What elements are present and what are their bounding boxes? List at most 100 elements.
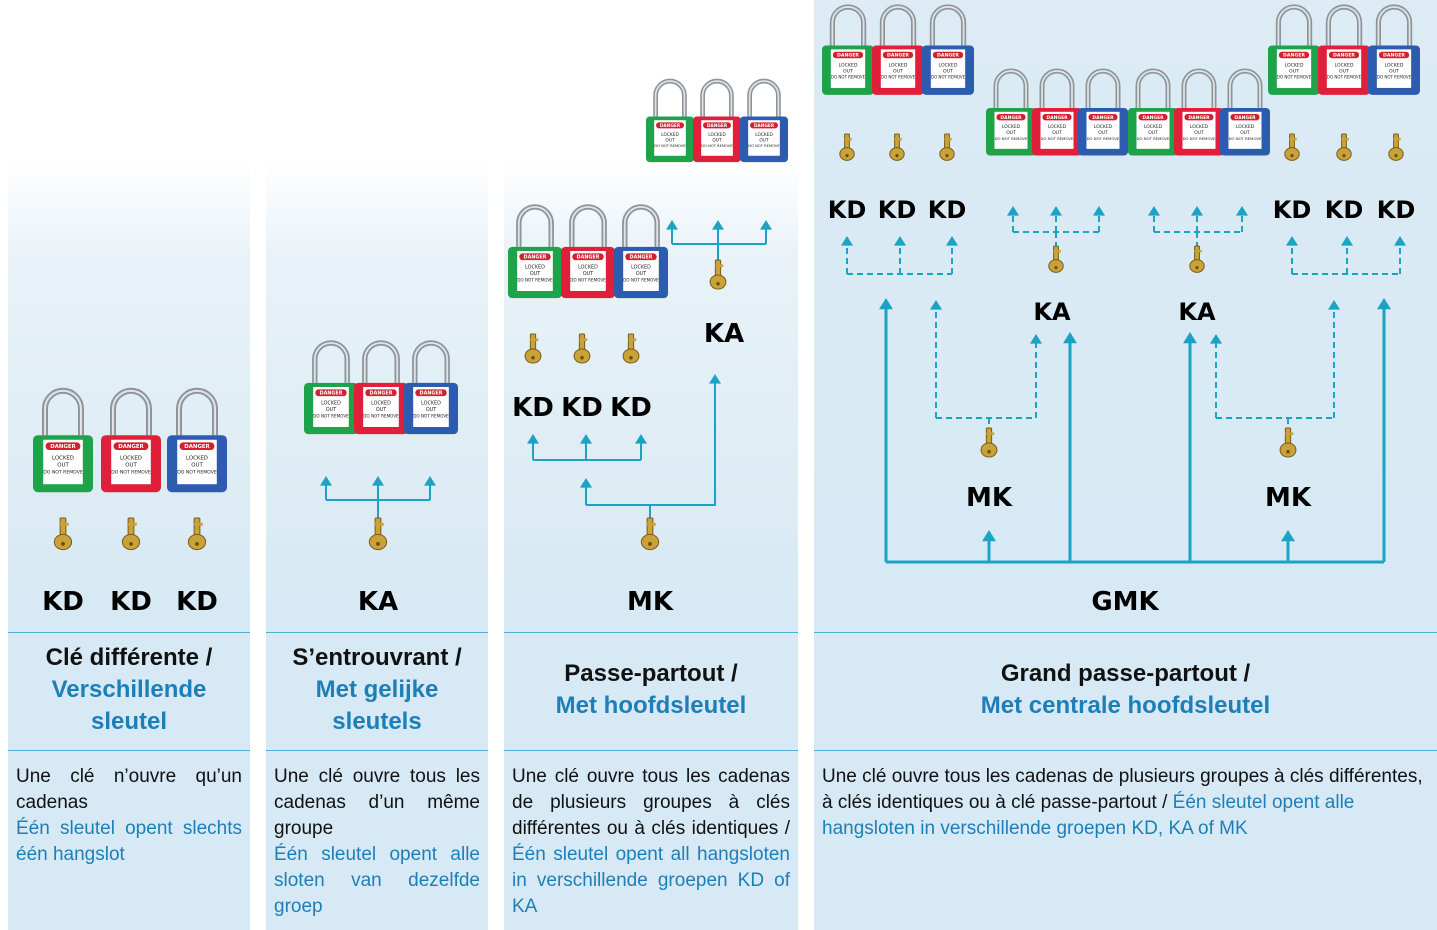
arrow-head (841, 236, 853, 246)
shackle (516, 204, 554, 247)
locked-text: LOCKED (52, 455, 74, 461)
key-bow (1336, 147, 1352, 161)
out-text: OUT (943, 69, 953, 75)
heading-fr: Clé différente / (45, 644, 213, 671)
key-blade (714, 259, 722, 277)
locked-text: LOCKED (321, 401, 341, 407)
arrow-head (1236, 206, 1248, 216)
locked-text: LOCKED (1094, 124, 1113, 130)
out-text: OUT (1052, 130, 1062, 136)
danger-text: DANGER (660, 123, 681, 129)
danger-text: DANGER (1092, 115, 1114, 121)
key-hole (716, 282, 720, 286)
key-hole (1195, 266, 1199, 270)
out-text: OUT (57, 462, 69, 468)
key-hole (376, 542, 380, 546)
locked-text: LOCKED (1285, 62, 1304, 68)
key-tooth (530, 338, 539, 342)
heading-nl: Met hoofdsleutel (555, 692, 747, 719)
remove-text: DO NOT REMOVE (570, 277, 606, 282)
shackle-highlight (363, 341, 399, 383)
code-label: KD (512, 393, 554, 423)
remove-text: DO NOT REMOVE (995, 136, 1028, 141)
key-icon (121, 517, 141, 551)
shackle-highlight (1183, 70, 1215, 108)
danger-banner (1278, 51, 1310, 59)
remove-text: DO NOT REMOVE (1229, 136, 1262, 141)
danger-text: DANGER (1000, 115, 1022, 121)
locked-text: LOCKED (1335, 62, 1354, 68)
arrow-head (1286, 236, 1298, 246)
danger-banner (1138, 114, 1168, 121)
code-label: KD (176, 587, 218, 617)
danger-text: DANGER (50, 444, 76, 450)
key-icon (1284, 133, 1300, 161)
arrow-head (1148, 206, 1160, 216)
shackle (569, 204, 607, 247)
key-tooth (194, 522, 203, 526)
code-label: KD (828, 196, 867, 224)
key-tooth (647, 522, 656, 526)
description-fr: Une clé ouvre tous les cadenas d’un même… (274, 766, 480, 839)
key-icon (939, 133, 955, 161)
shackle (829, 4, 867, 46)
danger-banner (882, 51, 914, 59)
key-tooth (60, 522, 69, 526)
shackle-highlight (1377, 6, 1411, 46)
arrow-head (1394, 236, 1406, 246)
arrow-head (635, 434, 647, 444)
shackle (929, 4, 967, 46)
arrow-head (1050, 206, 1062, 216)
arrow-head (930, 300, 942, 310)
key-blade (59, 517, 67, 537)
shackle-highlight (43, 389, 83, 436)
shackle (176, 387, 218, 436)
key-hole (1394, 154, 1398, 158)
key-bow (524, 348, 542, 364)
out-text: OUT (636, 271, 646, 277)
key-icon (1048, 245, 1064, 273)
key-icon (524, 333, 542, 364)
locked-text: LOCKED (1048, 124, 1067, 130)
key-blade (193, 517, 201, 537)
key-blade (1053, 245, 1059, 262)
locked-text: LOCKED (525, 265, 545, 271)
description-nl: Één sleutel opent alle sloten van dezelf… (274, 844, 480, 917)
key-hole (1342, 154, 1346, 158)
locked-text: LOCKED (631, 265, 651, 271)
code-label: KD (110, 587, 152, 617)
remove-text: DO NOT REMOVE (1327, 75, 1362, 80)
key-blade (529, 333, 537, 351)
danger-text: DANGER (524, 255, 547, 261)
remove-text: DO NOT REMOVE (1087, 136, 1120, 141)
code-label: KD (1377, 196, 1416, 224)
key-icon (187, 517, 207, 551)
key-hole (629, 356, 633, 360)
key-icon (622, 333, 640, 364)
code-label: KD (610, 393, 652, 423)
out-text: OUT (1194, 130, 1204, 136)
key-icon (1336, 133, 1352, 161)
shackle (1085, 68, 1121, 108)
danger-banner (365, 389, 397, 397)
out-text: OUT (1289, 69, 1299, 75)
arrow-head (1093, 206, 1105, 216)
danger-banner (750, 122, 778, 129)
divider (814, 750, 1437, 751)
danger-text: DANGER (118, 444, 144, 450)
locked-text: LOCKED (755, 132, 773, 138)
remove-text: DO NOT REMOVE (363, 413, 399, 418)
remove-text: DO NOT REMOVE (881, 75, 916, 80)
arrow-head (527, 434, 539, 444)
code-label: KA (704, 319, 744, 349)
danger-banner (415, 389, 447, 397)
danger-text: DANGER (837, 53, 859, 59)
divider (504, 750, 798, 751)
code-label: MK (966, 483, 1013, 513)
